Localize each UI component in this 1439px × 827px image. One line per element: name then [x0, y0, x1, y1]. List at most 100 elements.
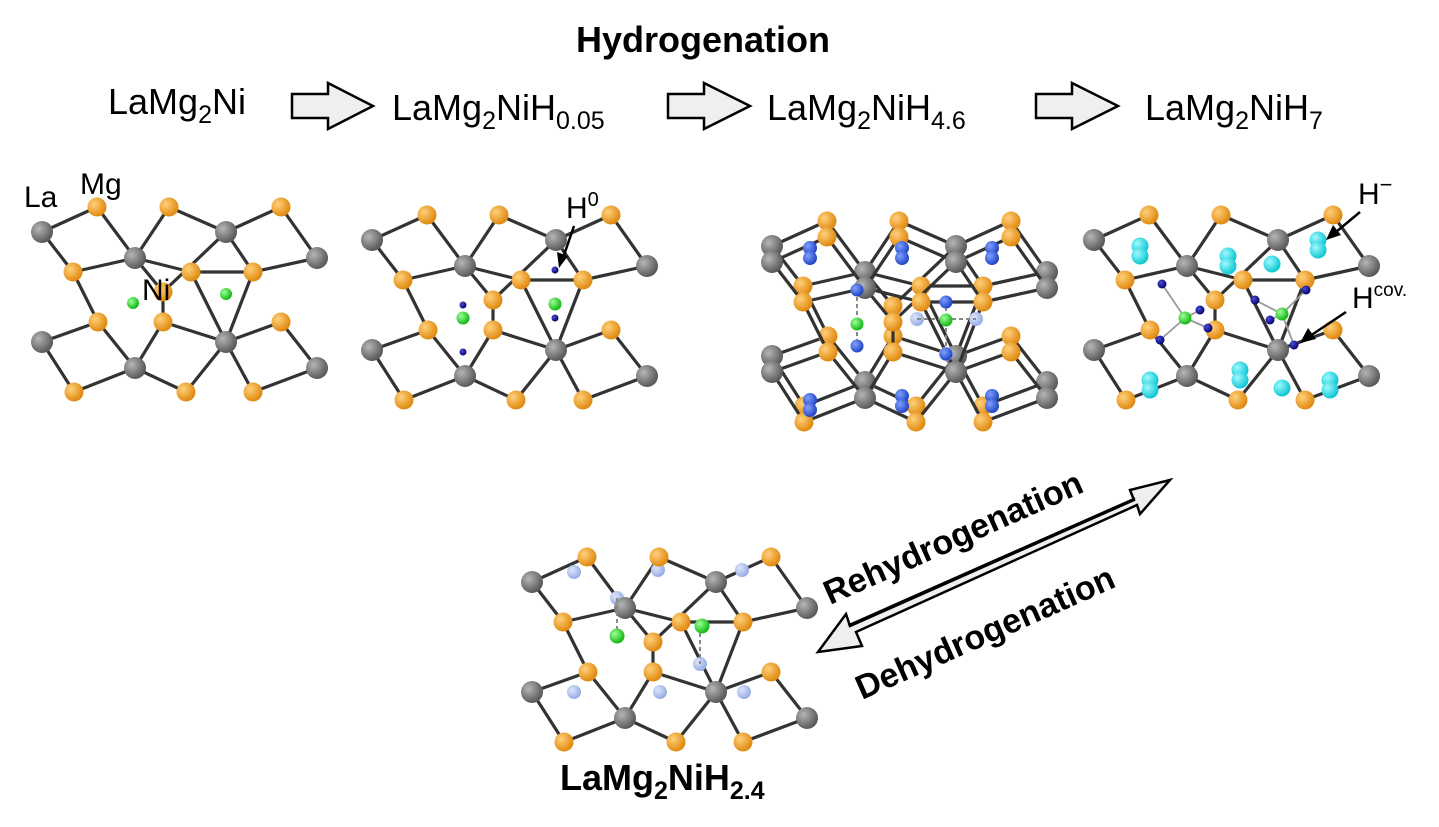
- la-atom: [1083, 229, 1105, 251]
- bond: [161, 230, 228, 294]
- la-atom: [454, 365, 476, 387]
- bond: [891, 260, 958, 324]
- h0-atom: [459, 348, 467, 356]
- h-blue-atom: [939, 347, 953, 361]
- formula-tail: Ni: [212, 81, 246, 122]
- h-blue-atom: [985, 399, 999, 413]
- label-h0: H0: [566, 189, 599, 225]
- la-atom: [1176, 365, 1198, 387]
- la-atom: [124, 357, 146, 379]
- ni-h-bond: [1161, 283, 1186, 319]
- bond: [519, 278, 558, 352]
- ni-atom: [127, 297, 139, 309]
- bond: [1213, 328, 1280, 352]
- h-blue-atom: [803, 403, 817, 417]
- bond: [1276, 278, 1307, 352]
- formula-lamg2nih7: LaMg2NiH7: [1145, 87, 1323, 135]
- formula-mid: NiH: [668, 757, 730, 798]
- h-minus-atom: [1309, 241, 1327, 259]
- ni-atom: [456, 311, 470, 325]
- mg-atom: [1205, 290, 1225, 310]
- formula-sub: 2: [1235, 107, 1249, 135]
- la-atom: [306, 357, 328, 379]
- bond: [161, 320, 228, 344]
- mg-atom: [817, 211, 837, 231]
- mg-atom: [1228, 390, 1248, 410]
- h-minus-atom: [1131, 247, 1149, 265]
- bond: [981, 396, 1049, 424]
- ni-atom: [609, 628, 625, 644]
- mg-atom: [577, 547, 597, 567]
- formula-sub: 2.4: [730, 777, 765, 805]
- structure-lamg2nih24: [521, 547, 818, 752]
- bond: [224, 270, 255, 344]
- step-arrow-2: [666, 80, 753, 132]
- mg-atom: [906, 412, 926, 432]
- mg-atom: [153, 282, 173, 302]
- title: Hydrogenation: [576, 19, 830, 60]
- la-atom: [124, 247, 146, 269]
- mg-atom: [889, 211, 909, 231]
- reversible-arrow: [815, 477, 1174, 654]
- mg-atom: [88, 312, 108, 332]
- mg-atom: [1233, 270, 1253, 290]
- mg-atom: [153, 312, 173, 332]
- mg-atom: [1115, 270, 1135, 290]
- bond: [679, 620, 718, 694]
- h-cov-atom: [1195, 305, 1205, 315]
- h-faded-atom: [653, 685, 667, 699]
- h-faded-atom: [735, 563, 749, 577]
- mg-atom: [883, 296, 903, 316]
- formula-mid: NiH: [871, 87, 931, 128]
- bond: [491, 238, 558, 302]
- h-blue-atom: [803, 241, 817, 255]
- label-h-cov: Hcov.: [1352, 280, 1407, 315]
- h-cov-atom: [1289, 340, 1299, 350]
- mg-atom: [883, 312, 903, 332]
- mg-atom: [761, 547, 781, 567]
- mg-atom: [733, 612, 753, 632]
- step-arrows: [290, 80, 1121, 132]
- h0-atom: [551, 314, 559, 322]
- structure-lamg2nih46: [761, 211, 1058, 432]
- formula-sub: 0.05: [556, 107, 605, 135]
- formula-mid: NiH: [496, 87, 556, 128]
- la-atom: [1358, 365, 1380, 387]
- la-atom: [761, 235, 783, 257]
- mg-atom: [793, 276, 813, 296]
- h-blue-atom: [803, 393, 817, 407]
- mg-atom: [554, 732, 574, 752]
- formula-sub: 2: [654, 777, 668, 805]
- h0-atom: [459, 301, 467, 309]
- mg-atom: [1116, 390, 1136, 410]
- mg-atom: [511, 270, 531, 290]
- mg-atom: [394, 390, 414, 410]
- h-minus-atom: [1263, 255, 1281, 273]
- mg-atom: [761, 662, 781, 682]
- formula-sub: 2: [482, 107, 496, 135]
- bond: [919, 300, 958, 374]
- label-ni: Ni: [142, 274, 170, 307]
- step-arrow-1: [290, 80, 376, 132]
- mg-atom: [573, 270, 593, 290]
- la-atom: [306, 247, 328, 269]
- mg-atom: [1323, 205, 1343, 225]
- mg-atom: [911, 292, 931, 312]
- bond: [251, 366, 319, 394]
- ni-atom: [548, 297, 562, 311]
- h-blue-atom: [939, 295, 953, 309]
- formula-base: LaMg: [767, 87, 857, 128]
- mg-atom: [1001, 326, 1021, 346]
- la-atom: [454, 255, 476, 277]
- h-blue-atom: [895, 399, 909, 413]
- la-atom: [361, 229, 383, 251]
- mg-atom: [733, 732, 753, 752]
- la-atom: [761, 251, 783, 273]
- ni-atom: [1275, 307, 1289, 321]
- mg-atom: [883, 342, 903, 362]
- mg-atom: [483, 290, 503, 310]
- bond: [954, 300, 985, 374]
- mg-atom: [578, 662, 598, 682]
- formula-sub: 2: [857, 107, 871, 135]
